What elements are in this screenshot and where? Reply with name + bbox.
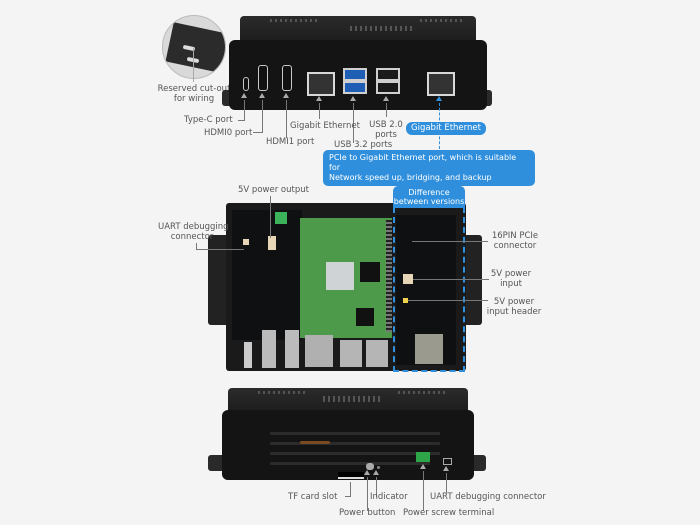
type-c-port	[243, 77, 249, 91]
ram-chip	[360, 262, 380, 282]
mount-bracket-left	[208, 235, 230, 325]
uart-connector-label: UART debugging connector	[430, 492, 546, 502]
usb20-port-top	[376, 68, 400, 81]
power-screw-terminal-label: Power screw terminal	[403, 508, 495, 518]
cutout-label-line2: for wiring	[173, 94, 215, 104]
power-button-label: Power button	[339, 508, 396, 518]
arrow-icon	[241, 93, 247, 98]
version-difference-highlight	[393, 207, 465, 372]
arrow-icon	[259, 93, 265, 98]
pcie-ethernet-port	[427, 72, 455, 96]
power-header-line1: 5V power	[493, 297, 535, 307]
uart-connector-top	[243, 239, 249, 245]
gigabit-ethernet-port	[307, 72, 335, 96]
cutout-label-line1: Reserved cut-out	[157, 84, 231, 94]
description-line2: Network speed up, bridging, and backup	[329, 173, 492, 182]
uart-connector-rear	[443, 458, 452, 465]
arrow-icon	[436, 96, 442, 101]
description-line1: PCIe to Gigabit Ethernet port, which is …	[329, 153, 517, 172]
pi5-connector-adapter-board	[232, 210, 302, 340]
power-input-line1: 5V power	[490, 269, 532, 279]
tf-card-slot	[338, 472, 364, 479]
arrow-icon	[350, 96, 356, 101]
cutout-inset-image	[162, 15, 226, 79]
case-rear-panel	[222, 410, 474, 480]
usb32-port-bottom	[343, 81, 367, 94]
cutout-label: Reserved cut-out for wiring	[152, 84, 236, 104]
pcie-label-line1: 16PIN PCIe	[491, 231, 539, 241]
5v-output-connector	[268, 236, 276, 250]
hdmi0-port	[258, 65, 268, 91]
pcie-label-line2: connector	[493, 241, 537, 251]
usb20-label-line1: USB 2.0	[369, 120, 403, 130]
5v-power-input-header	[403, 298, 408, 303]
5v-power-output-label: 5V power output	[238, 185, 309, 195]
indicator-led	[377, 466, 380, 469]
uart-connector-label: UART debugging connector	[158, 222, 229, 242]
usb32-label: USB 3.2 ports	[334, 140, 393, 150]
arrow-icon	[316, 96, 322, 101]
hdmi0-label: HDMI0 port	[204, 128, 253, 138]
usb32-port-top	[343, 68, 367, 81]
5v-power-output-terminal	[275, 212, 287, 224]
indicator-label: Indicator	[370, 492, 408, 502]
hdmi1-port	[282, 65, 292, 91]
power-header-line2: input header	[486, 307, 542, 317]
power-input-line2: input	[500, 279, 522, 289]
case-top-lid	[228, 388, 468, 412]
5v-power-input-connector	[403, 274, 413, 284]
16pin-pcie-label: 16PIN PCIe connector	[485, 231, 545, 251]
usb20-label-line2: ports	[375, 130, 397, 140]
gpio-header	[386, 220, 392, 332]
type-c-label: Type-C port	[184, 115, 233, 125]
gigabit-ethernet-label: Gigabit Ethernet	[290, 121, 360, 131]
tf-card-slot-label: TF card slot	[288, 492, 338, 502]
usb20-label: USB 2.0 ports	[366, 120, 406, 140]
soc-chip	[326, 262, 354, 290]
usb20-port-bottom	[376, 81, 400, 94]
gigabit-ethernet-highlight-badge: Gigabit Ethernet	[406, 122, 486, 135]
power-button	[366, 463, 374, 470]
case-top-lid	[240, 16, 476, 42]
pcie-ethernet-description: PCIe to Gigabit Ethernet port, which is …	[323, 150, 535, 186]
uart-label-line1: UART debugging	[158, 222, 229, 232]
arrow-icon	[383, 96, 389, 101]
diff-badge-line2: between versions	[393, 197, 465, 206]
cutout-leader	[193, 48, 194, 82]
pcie-board-ethernet-jack	[415, 334, 443, 364]
hdmi1-label: HDMI1 port	[266, 137, 315, 147]
rp1-chip	[356, 308, 374, 326]
5v-power-input-label: 5V power input	[486, 269, 536, 289]
power-screw-terminal	[416, 452, 430, 462]
difference-between-versions-badge: Difference between versions	[393, 186, 465, 208]
arrow-icon	[283, 93, 289, 98]
diff-badge-line1: Difference	[408, 188, 450, 197]
uart-label-line2: connector	[170, 232, 214, 242]
5v-power-input-header-label: 5V power input header	[486, 297, 542, 317]
